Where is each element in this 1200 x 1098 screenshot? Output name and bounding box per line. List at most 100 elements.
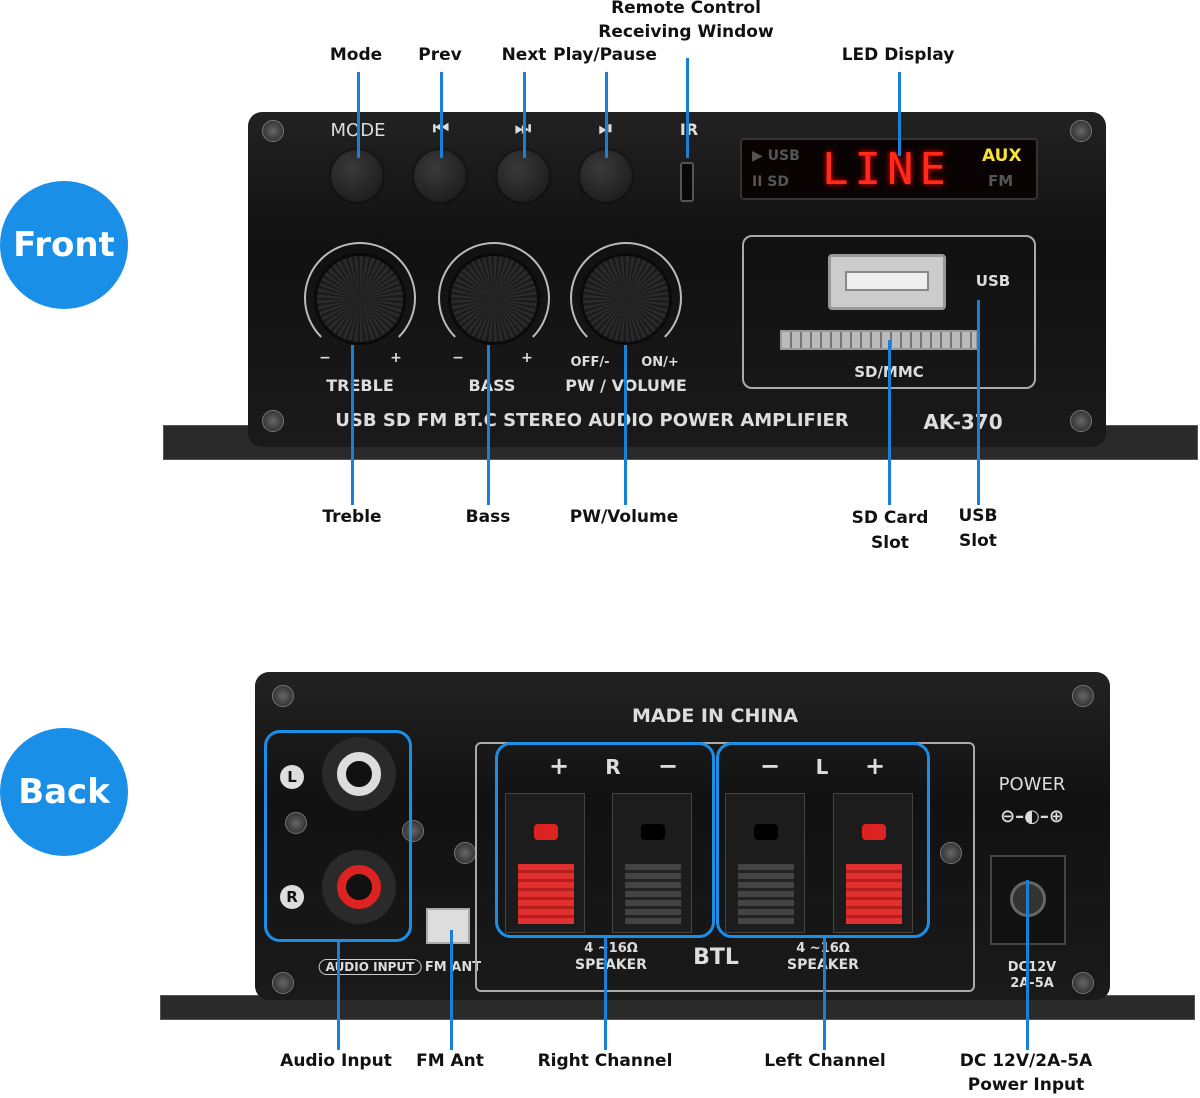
left-positive-terminal[interactable] <box>833 793 913 933</box>
right-minus-icon: − <box>657 752 679 780</box>
screw-icon <box>1072 685 1094 707</box>
right-speaker-label: SPEAKER <box>575 957 647 973</box>
screw-icon <box>285 812 307 834</box>
callout-line <box>523 72 526 158</box>
callout-usb-2: Slot <box>959 531 997 551</box>
dc-rating-1: DC12V <box>1007 960 1057 975</box>
callout-line <box>337 942 340 1050</box>
callout-line <box>440 72 443 158</box>
right-speaker-ohm: 4 ~16Ω <box>584 941 638 956</box>
callout-next: Next <box>501 45 547 65</box>
callout-line <box>1026 880 1029 1050</box>
model-number: AK-370 <box>923 410 1003 434</box>
led-usb-indicator: ▶ USB <box>752 148 800 164</box>
callout-power-2: Power Input <box>967 1075 1085 1095</box>
left-minus-icon: − <box>759 752 781 780</box>
callout-treble: Treble <box>322 507 382 527</box>
treble-label: TREBLE <box>326 376 394 395</box>
volume-knob[interactable] <box>583 256 669 342</box>
bass-minus: − <box>452 350 464 366</box>
screw-icon <box>1072 972 1094 994</box>
callout-fm-ant: FM Ant <box>416 1051 484 1071</box>
rca-left-jack[interactable] <box>322 737 396 811</box>
callout-line <box>898 72 901 156</box>
callout-line <box>487 345 490 505</box>
right-negative-terminal[interactable] <box>612 793 692 933</box>
audio-input-highlight <box>264 730 412 942</box>
callout-remote-2: Receiving Window <box>598 22 774 42</box>
mode-button[interactable] <box>331 150 383 202</box>
led-fm-indicator: FM <box>988 172 1014 190</box>
callout-line <box>351 345 354 505</box>
treble-plus: + <box>390 350 402 366</box>
ir-window <box>680 162 694 202</box>
callout-led: LED Display <box>841 45 955 65</box>
prev-button[interactable] <box>414 150 466 202</box>
right-positive-terminal[interactable] <box>505 793 585 933</box>
screw-icon <box>272 685 294 707</box>
dc-rating-2: 2A-5A <box>1010 976 1054 991</box>
power-label: POWER <box>998 774 1066 795</box>
left-input-label: L <box>280 765 304 789</box>
left-plus-icon: + <box>864 752 886 780</box>
screw-icon <box>940 842 962 864</box>
led-sd-indicator: II SD <box>752 174 789 190</box>
left-negative-terminal[interactable] <box>725 793 805 933</box>
ir-label: IR <box>679 120 699 139</box>
front-badge: Front <box>0 181 128 309</box>
volume-scale <box>570 242 682 354</box>
callout-right-channel: Right Channel <box>537 1051 673 1071</box>
callout-line <box>686 58 689 158</box>
callout-volume: PW/Volume <box>569 507 679 527</box>
screw-icon <box>1070 120 1092 142</box>
right-plus-icon: + <box>548 752 570 780</box>
treble-minus: − <box>319 350 331 366</box>
product-title: USB SD FM BT.C STEREO AUDIO POWER AMPLIF… <box>335 410 849 431</box>
right-channel-highlight <box>495 742 715 938</box>
led-aux-indicator: AUX <box>982 146 1022 166</box>
callout-line <box>357 72 360 158</box>
screw-icon <box>402 820 424 842</box>
btl-label: BTL <box>693 945 739 970</box>
callout-remote: Remote Control <box>611 0 761 18</box>
callout-left-channel: Left Channel <box>764 1051 886 1071</box>
callout-prev: Prev <box>418 45 462 65</box>
audio-input-label: AUDIO INPUT <box>318 959 422 975</box>
right-input-label: R <box>280 885 304 909</box>
callout-audio-input: Audio Input <box>280 1051 392 1071</box>
usb-label: USB <box>975 272 1011 290</box>
callout-play-pause: Play/Pause <box>553 45 657 65</box>
bass-label: BASS <box>468 376 516 395</box>
callout-mode: Mode <box>329 45 383 65</box>
volume-off: OFF/- <box>570 355 610 370</box>
bass-scale <box>438 242 550 354</box>
callout-line <box>450 930 453 1050</box>
fm-antenna-connector[interactable] <box>426 908 470 944</box>
treble-knob[interactable] <box>317 256 403 342</box>
screw-icon <box>272 972 294 994</box>
right-channel-label: R <box>605 755 621 779</box>
usb-slot[interactable] <box>828 254 946 310</box>
callout-power: DC 12V/2A-5A <box>959 1051 1093 1071</box>
bass-knob[interactable] <box>451 256 537 342</box>
screw-icon <box>454 842 476 864</box>
sd-card-slot[interactable] <box>780 330 978 350</box>
made-in-china: MADE IN CHINA <box>631 705 799 727</box>
polarity-icon: ⊖–◐–⊕ <box>1000 806 1064 827</box>
screw-icon <box>1070 410 1092 432</box>
callout-bass: Bass <box>465 507 511 527</box>
left-channel-highlight <box>716 742 930 938</box>
back-badge: Back <box>0 728 128 856</box>
next-button[interactable] <box>497 150 549 202</box>
play-pause-button[interactable] <box>580 150 632 202</box>
callout-usb: USB <box>958 506 998 526</box>
callout-line <box>888 340 891 505</box>
treble-scale <box>304 242 416 354</box>
screw-icon <box>262 120 284 142</box>
fm-ant-label: FM ANT <box>424 960 482 975</box>
callout-line <box>977 300 980 505</box>
screw-icon <box>262 410 284 432</box>
rca-right-jack[interactable] <box>322 850 396 924</box>
led-display: ▶ USB II SD LINE AUX FM <box>740 138 1038 200</box>
callout-line <box>604 938 607 1050</box>
